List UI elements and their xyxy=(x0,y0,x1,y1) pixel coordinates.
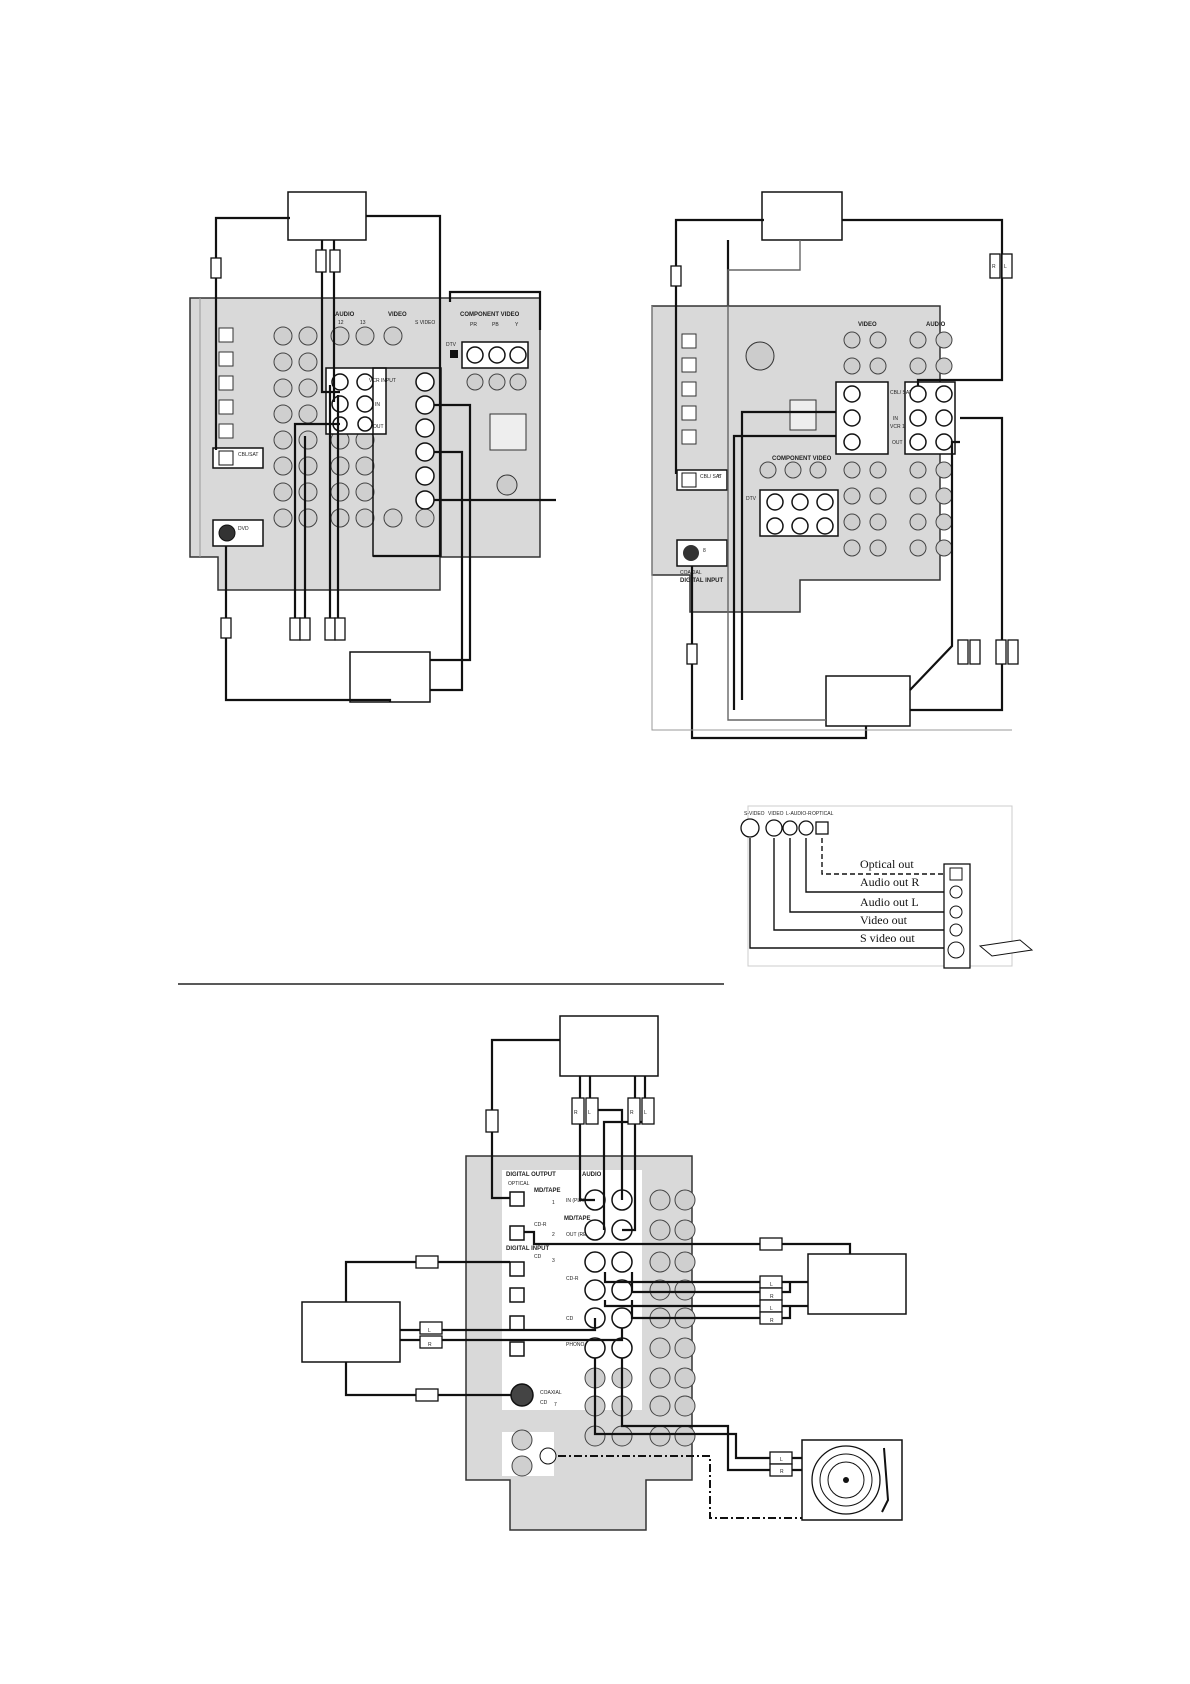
jack-label-audio: L-AUDIO-R xyxy=(786,811,812,817)
cd-label-digital: CD xyxy=(534,1254,542,1260)
jack-label-video: VIDEO xyxy=(768,811,784,817)
coaxial-input-dvd xyxy=(212,519,264,547)
callout-video-out: Video out xyxy=(860,913,908,927)
r-label-top-2: R xyxy=(992,264,996,270)
vcr-input-label: VCR INPUT xyxy=(369,378,396,384)
digital-output-label: DIGITAL OUTPUT xyxy=(506,1172,556,1178)
diagram-1-receiver-back-panel: CBL/SAT DVD VCR INPUT I xyxy=(189,191,556,703)
callout-audio-out-r: Audio out R xyxy=(860,875,919,889)
num1-label: 1 xyxy=(552,1200,555,1206)
cd-r-label: CD-R xyxy=(534,1222,547,1228)
pr-header: PR xyxy=(470,322,477,328)
r-label-4d: R xyxy=(770,1294,774,1300)
dtv-label: DTV xyxy=(446,342,457,348)
in-label-2: IN xyxy=(893,416,898,422)
device-box-bottom-1 xyxy=(349,651,431,703)
digital-input-label-4: DIGITAL INPUT xyxy=(506,1246,549,1252)
device-box-top-2 xyxy=(761,191,843,241)
cbl-sat-label-2: CBL/ SAT xyxy=(890,390,912,396)
diagram-2-receiver-back-panel: CBL/ SAT 5 8 COAXIAL DIGITAL INPUT xyxy=(651,191,1019,740)
jack-label-optical: OPTICAL xyxy=(812,811,834,817)
num3-label: 3 xyxy=(552,1258,555,1264)
num5-label: 5 xyxy=(718,474,721,480)
l-label-4a: L xyxy=(588,1110,591,1116)
audio-header: AUDIO xyxy=(335,312,355,318)
out-label-2: OUT xyxy=(892,440,903,446)
audio-header-2: AUDIO xyxy=(926,322,946,328)
coaxial-input-2 xyxy=(676,539,728,567)
l-label-4e: L xyxy=(770,1306,773,1312)
device-box-bottom-2 xyxy=(825,675,911,727)
l-label-4d: L xyxy=(770,1282,773,1288)
cd-label-coaxial: CD xyxy=(540,1400,548,1406)
in-play-label: IN (PLAY) xyxy=(566,1198,588,1204)
audio-header-4: AUDIO xyxy=(582,1172,602,1178)
cd-r-label-2: CD-R xyxy=(566,1276,579,1282)
component-video-label-2: COMPONENT VIDEO xyxy=(772,456,832,462)
out-rec-label: OUT (REC) xyxy=(566,1232,592,1238)
cables-diagram-1 xyxy=(214,214,556,702)
dtv-label-2: DTV xyxy=(746,496,757,502)
optical-jack-column xyxy=(218,327,234,439)
r-label-4c: R xyxy=(428,1342,432,1348)
diagram-3-device-jacks-callout: S-VIDEO VIDEO L-AUDIO-R OPTICAL Optical … xyxy=(740,805,1034,969)
digital-input-label-2: DIGITAL INPUT xyxy=(680,578,723,584)
in-label: IN xyxy=(375,402,380,408)
r-label-4e: R xyxy=(770,1318,774,1324)
cd-label-analog: CD xyxy=(566,1316,574,1322)
video-header: VIDEO xyxy=(388,312,407,318)
callout-optical-out: Optical out xyxy=(860,857,914,871)
r-label-4b: R xyxy=(630,1110,634,1116)
l-label-4b: L xyxy=(644,1110,647,1116)
md-tape-label: MD/TAPE xyxy=(534,1188,561,1194)
r-label-4a: R xyxy=(574,1110,578,1116)
jack-label-svideo: S-VIDEO xyxy=(744,811,765,817)
l-label-top-2: L xyxy=(1004,264,1007,270)
video-header-2: VIDEO xyxy=(858,322,877,328)
svideo-header: S VIDEO xyxy=(415,320,435,326)
cbl-sat-label: CBL/SAT xyxy=(238,452,258,458)
l-label-4f: L xyxy=(780,1457,783,1463)
num12-label: 12 xyxy=(338,320,344,326)
num13-label: 13 xyxy=(360,320,366,326)
device-box-top-4 xyxy=(559,1015,659,1077)
num7-label: 7 xyxy=(554,1402,557,1408)
vcr1-label: VCR 1 xyxy=(890,424,905,430)
coaxial-label-4: COAXIAL xyxy=(540,1390,562,1396)
l-label-4c: L xyxy=(428,1328,431,1334)
pb-header: PB xyxy=(492,322,499,328)
optical-label-4: OPTICAL xyxy=(508,1181,530,1187)
callout-svideo-out: S video out xyxy=(860,931,915,945)
dvd-label: DVD xyxy=(238,526,249,532)
callout-audio-out-l: Audio out L xyxy=(860,895,919,909)
y-header: Y xyxy=(515,322,519,328)
component-video-header: COMPONENT VIDEO xyxy=(460,312,520,318)
device-box-right-4 xyxy=(807,1253,907,1315)
diagram-4-audio-connections: DIGITAL OUTPUT AUDIO OPTICAL MD/TAPE 1 C… xyxy=(301,1015,907,1531)
device-box-top-1 xyxy=(287,191,367,241)
cbl-sat-short-label: CBL/ SAT xyxy=(700,474,722,480)
turntable xyxy=(801,1439,903,1521)
phono-label: PHONO xyxy=(566,1342,584,1348)
md-tape-label-2: MD/TAPE xyxy=(564,1216,591,1222)
device-box-left-4 xyxy=(301,1301,401,1363)
r-label-4f: R xyxy=(780,1469,784,1475)
out-label: OUT xyxy=(373,424,384,430)
num8-label: 8 xyxy=(703,548,706,554)
num2-label: 2 xyxy=(552,1232,555,1238)
